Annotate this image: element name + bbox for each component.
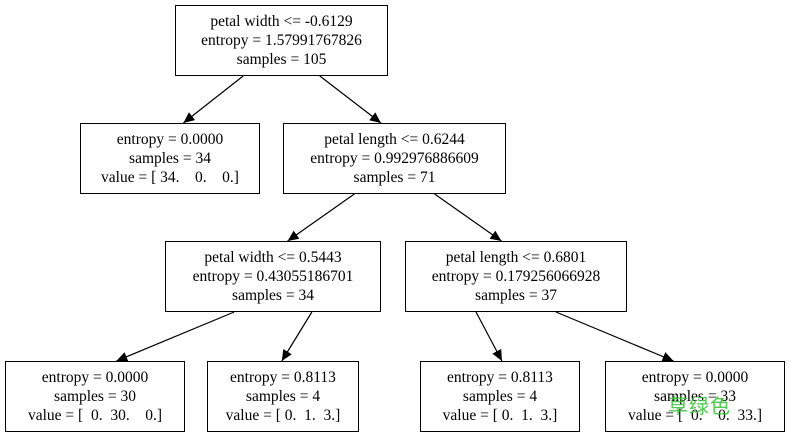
tree-edge [475,311,503,362]
node-samples: samples = 33 [654,388,736,405]
split-node: petal length <= 0.6801 entropy = 0.17925… [405,241,627,312]
node-samples: samples = 4 [462,388,538,405]
node-entropy: entropy = 0.992976886609 [310,150,479,167]
node-entropy: entropy = 0.8113 [230,369,336,386]
node-samples: samples = 30 [54,388,136,405]
node-value: value = [ 34. 0. 0.] [101,169,239,186]
leaf-node: entropy = 0.0000 samples = 33 value = [ … [605,361,785,432]
node-value: value = [ 0. 1. 3.] [442,407,558,424]
node-samples: samples = 4 [245,388,321,405]
node-entropy: entropy = 1.57991767826 [201,32,362,49]
node-entropy: entropy = 0.0000 [41,369,149,386]
node-samples: samples = 105 [236,51,327,68]
node-split-rule: petal length <= 0.6244 [324,131,465,148]
node-entropy: entropy = 0.8113 [447,369,553,386]
tree-edge [287,193,355,242]
node-value: value = [ 0. 0. 33.] [627,407,762,424]
node-value: value = [ 0. 30. 0.] [27,407,162,424]
node-samples: samples = 34 [232,287,314,304]
split-node: petal width <= 0.5443 entropy = 0.430551… [165,241,381,312]
tree-edge [319,75,382,124]
node-split-rule: petal length <= 0.6801 [445,249,587,266]
node-value: value = [ 0. 1. 3.] [225,407,341,424]
tree-edge [281,311,313,362]
leaf-node: entropy = 0.8113 samples = 4 value = [ 0… [207,361,359,432]
root-node: petal width <= -0.6129 entropy = 1.57991… [175,5,388,76]
leaf-node: entropy = 0.0000 samples = 30 value = [ … [5,361,185,432]
node-entropy: entropy = 0.43055186701 [192,268,354,285]
watermark-text: 草绿色 [668,394,731,418]
node-samples: samples = 37 [475,287,557,304]
split-node: petal length <= 0.6244 entropy = 0.99297… [283,123,506,194]
tree-edge [183,75,244,124]
node-entropy: entropy = 0.0000 [641,369,749,386]
leaf-node: entropy = 0.8113 samples = 4 value = [ 0… [420,361,580,432]
node-split-rule: petal width <= -0.6129 [210,13,353,30]
node-entropy: entropy = 0.179256066928 [431,268,601,285]
tree-edge [555,311,674,362]
tree-edge [116,311,235,362]
node-split-rule: petal width <= 0.5443 [204,249,342,266]
node-samples: samples = 71 [353,169,436,186]
tree-edge [434,193,502,242]
node-entropy: entropy = 0.0000 [116,131,224,148]
leaf-node: entropy = 0.0000 samples = 34 value = [ … [80,123,260,194]
edge-layer [116,75,674,362]
node-samples: samples = 34 [129,150,211,167]
